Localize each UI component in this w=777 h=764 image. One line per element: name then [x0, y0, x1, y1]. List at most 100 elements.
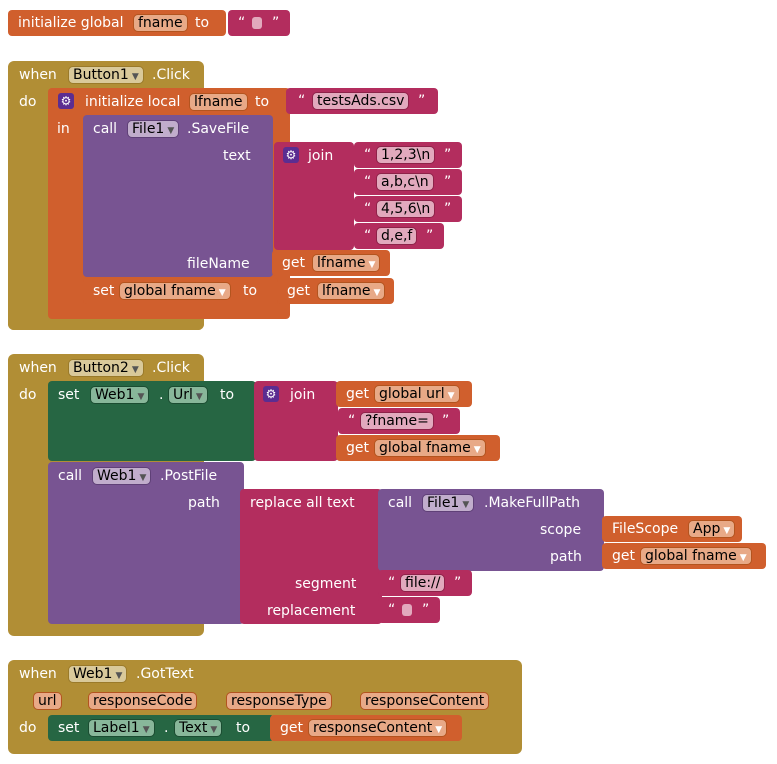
scope-dropdown[interactable]: App▼: [688, 520, 736, 538]
event-param-responsetype[interactable]: responseType: [226, 692, 332, 710]
makefullpath-call-block[interactable]: call File1▼ .MakeFullPath scope path: [378, 489, 604, 571]
join-keyword: join: [308, 148, 334, 164]
call-keyword: call: [58, 468, 83, 484]
event-name: .Click: [152, 67, 190, 83]
text-value-field[interactable]: testsAds.csv: [312, 92, 410, 110]
get-var-dropdown[interactable]: global url▼: [374, 385, 460, 403]
replace-all-keyword: replace all text: [250, 495, 355, 511]
set-var-dropdown[interactable]: global fname▼: [119, 282, 231, 300]
component-dropdown-web1[interactable]: Web1▼: [92, 467, 152, 485]
mutator-gear-icon[interactable]: ⚙: [283, 147, 299, 163]
open-quote: “: [388, 575, 396, 591]
get-var-dropdown[interactable]: lfname▼: [312, 254, 381, 272]
text-value-field[interactable]: d,e,f: [376, 227, 418, 245]
method-name: .PostFile: [160, 468, 218, 484]
get-global-url-block[interactable]: get global url▼: [336, 381, 472, 407]
join-text-fname[interactable]: “ ?fname= ”: [338, 408, 460, 434]
property-dropdown-text[interactable]: Text▼: [174, 719, 223, 737]
component-dropdown-button2[interactable]: Button2▼: [68, 359, 144, 377]
join-block-2[interactable]: ⚙ join: [254, 381, 338, 461]
close-quote: ”: [444, 174, 452, 190]
event-name: .Click: [152, 360, 190, 376]
component-dropdown-label1[interactable]: Label1▼: [88, 719, 155, 737]
init-local-keyword: initialize local: [85, 94, 181, 110]
property-dropdown-url[interactable]: Url▼: [168, 386, 208, 404]
close-quote: ”: [444, 201, 452, 217]
scope-socket-label: scope: [540, 522, 582, 538]
get-keyword: get: [287, 283, 310, 299]
get-lfname-block-2[interactable]: get lfname▼: [277, 278, 394, 304]
open-quote: “: [388, 602, 396, 618]
set-label1-text-block[interactable]: set Label1▼ . Text▼ to: [48, 715, 274, 741]
get-var-dropdown[interactable]: global fname▼: [374, 439, 486, 457]
join-item-3[interactable]: “ 4,5,6\n ”: [354, 196, 462, 222]
method-name: .MakeFullPath: [484, 495, 581, 511]
component-dropdown-web1[interactable]: Web1▼: [68, 665, 128, 683]
set-to-keyword: to: [220, 387, 235, 403]
component-dropdown-web1[interactable]: Web1▼: [90, 386, 150, 404]
mutator-gear-icon[interactable]: ⚙: [263, 386, 279, 402]
open-quote: “: [364, 174, 372, 190]
mutator-gear-icon[interactable]: ⚙: [58, 93, 74, 109]
close-quote: ”: [442, 413, 450, 429]
local-value-text-block[interactable]: “ testsAds.csv ”: [286, 88, 438, 114]
global-init-text-block[interactable]: “ ”: [228, 10, 290, 36]
join-item-2[interactable]: “ a,b,c\n ”: [354, 169, 462, 195]
open-quote: “: [238, 15, 246, 31]
global-var-name-field[interactable]: fname: [133, 14, 188, 32]
set-web1-url-block[interactable]: set Web1▼ . Url▼ to: [48, 381, 256, 461]
do-keyword: do: [19, 720, 37, 736]
when-keyword: when: [19, 666, 57, 682]
when-keyword: when: [19, 360, 57, 376]
text-value-field[interactable]: ?fname=: [360, 412, 434, 430]
text-value-field[interactable]: file://: [400, 574, 446, 592]
set-keyword: set: [58, 720, 80, 736]
local-var-name-field[interactable]: lfname: [189, 93, 248, 111]
join-item-4[interactable]: “ d,e,f ”: [354, 223, 444, 249]
event-name: .GotText: [136, 666, 194, 682]
set-global-fname-block[interactable]: set global fname▼ to: [83, 278, 279, 304]
savefile-call-block[interactable]: call File1▼ .SaveFile text fileName: [83, 115, 273, 277]
close-quote: ”: [418, 93, 426, 109]
get-global-fname-block[interactable]: get global fname▼: [336, 435, 500, 461]
event-param-responsecontent[interactable]: responseContent: [360, 692, 490, 710]
text-value-field[interactable]: a,b,c\n: [376, 173, 434, 191]
close-quote: ”: [454, 575, 462, 591]
component-dropdown-file1[interactable]: File1▼: [422, 494, 475, 512]
postfile-call-block[interactable]: call Web1▼ .PostFile path: [48, 462, 244, 624]
get-keyword: get: [280, 720, 303, 736]
close-quote: ”: [444, 147, 452, 163]
path-socket-label: path: [550, 549, 582, 565]
get-var-dropdown[interactable]: lfname▼: [317, 282, 386, 300]
get-responsecontent-block[interactable]: get responseContent▼: [270, 715, 462, 741]
global-init-keyword: initialize global: [18, 15, 124, 31]
join-item-1[interactable]: “ 1,2,3\n ”: [354, 142, 462, 168]
component-dropdown-button1[interactable]: Button1▼: [68, 66, 144, 84]
join-keyword: join: [290, 387, 316, 403]
event-param-responsecode[interactable]: responseCode: [88, 692, 198, 710]
event-param-url[interactable]: url: [33, 692, 62, 710]
filescope-block[interactable]: FileScope App▼: [602, 516, 742, 542]
get-lfname-block[interactable]: get lfname▼: [272, 250, 390, 276]
replacement-text-block[interactable]: “ ”: [378, 597, 440, 623]
get-global-fname-block-2[interactable]: get global fname▼: [602, 543, 766, 569]
set-keyword: set: [93, 283, 115, 299]
segment-text-block[interactable]: “ file:// ”: [378, 570, 472, 596]
text-value-field[interactable]: 4,5,6\n: [376, 200, 436, 218]
replace-all-text-block[interactable]: replace all text segment replacement: [240, 489, 382, 624]
filescope-keyword: FileScope: [612, 521, 679, 537]
close-quote: ”: [272, 15, 280, 31]
component-dropdown-file1[interactable]: File1▼: [127, 120, 180, 138]
get-var-dropdown[interactable]: global fname▼: [640, 547, 752, 565]
text-value-field[interactable]: 1,2,3\n: [376, 146, 436, 164]
global-init-to: to: [195, 15, 210, 31]
join-block[interactable]: ⚙ join: [274, 142, 354, 250]
open-quote: “: [298, 93, 306, 109]
call-keyword: call: [93, 121, 118, 137]
global-init-block[interactable]: initialize global fname to: [8, 10, 226, 36]
get-keyword: get: [282, 255, 305, 271]
do-keyword: do: [19, 94, 37, 110]
empty-text-value: [402, 601, 412, 619]
get-var-dropdown[interactable]: responseContent▼: [308, 719, 448, 737]
set-keyword: set: [58, 387, 80, 403]
